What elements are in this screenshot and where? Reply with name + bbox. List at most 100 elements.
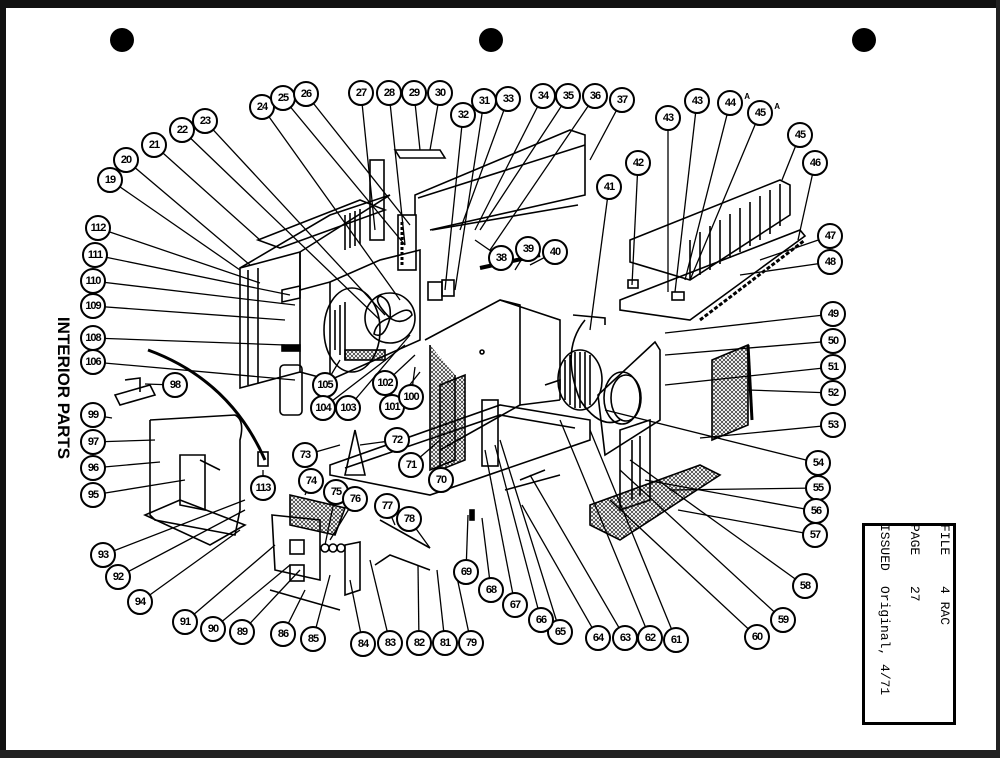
part-number-suffix: A (774, 102, 780, 111)
part-callout: 82 (406, 630, 432, 656)
mounting-frame (113, 348, 269, 546)
issued-label: ISSUED (877, 524, 892, 571)
leader-line (102, 499, 246, 556)
leader-line (212, 564, 291, 630)
part-callout: 28 (376, 80, 402, 106)
leader-line (494, 444, 542, 621)
file-info-box: FILE4 RAC PAGE27 ISSUEDOriginal, 4/71 (862, 523, 956, 725)
part-number: 106 (85, 356, 101, 368)
part-callout: 35 (555, 83, 581, 109)
part-callout: 85 (300, 626, 326, 652)
part-number: 45 (794, 129, 806, 141)
leader-line (97, 227, 261, 284)
scan-border-right (996, 0, 1000, 758)
part-callout: 61 (663, 627, 689, 653)
part-callout: 46 (802, 150, 828, 176)
part-number: 48 (824, 256, 836, 268)
part-number: 90 (207, 623, 219, 635)
part-callout: 79 (458, 630, 484, 656)
part-number: 27 (355, 87, 367, 99)
part-number: 104 (315, 402, 331, 414)
part-callout: 70 (428, 467, 454, 493)
part-number: 72 (391, 434, 403, 446)
part-callout: 69 (453, 559, 479, 585)
part-number: 84 (357, 638, 369, 650)
part-number: 103 (340, 402, 356, 414)
part-number: 79 (465, 637, 477, 649)
part-number: 94 (134, 596, 146, 608)
leader-line (474, 95, 544, 231)
part-callout: 90 (200, 616, 226, 642)
part-number: 39 (522, 243, 534, 255)
part-number: 53 (827, 419, 839, 431)
part-callout: 86 (270, 621, 296, 647)
leader-line (204, 120, 386, 316)
part-number: 110 (85, 275, 102, 287)
part-number: 40 (549, 246, 561, 258)
part-callout: 29 (401, 80, 427, 106)
part-number: 65 (554, 626, 566, 638)
part-callout: 52 (820, 380, 846, 406)
part-callout: 91 (172, 609, 198, 635)
part-callout: 43 (655, 105, 681, 131)
blower-assembly (544, 314, 661, 457)
part-number: 66 (535, 614, 547, 626)
part-number: 76 (349, 493, 361, 505)
part-number: 51 (827, 361, 839, 373)
page-label: PAGE (907, 524, 922, 556)
leader-line (369, 559, 391, 644)
part-callout: 53 (820, 412, 846, 438)
part-callout: 25 (270, 85, 296, 111)
scan-border-bottom (0, 750, 1000, 758)
leader-line (444, 114, 464, 291)
part-number: 100 (403, 391, 419, 403)
punch-hole-icon (479, 28, 503, 52)
part-number: 47 (824, 230, 836, 242)
punch-hole-icon (852, 28, 876, 52)
part-number: 102 (377, 377, 393, 389)
part-number: 108 (85, 332, 101, 344)
part-callout: 110 (80, 268, 106, 294)
page-value: 27 (907, 586, 922, 602)
part-number: 74 (305, 475, 317, 487)
part-number: 42 (632, 157, 644, 169)
part-callout: 49 (820, 301, 846, 327)
part-callout: 83 (377, 630, 403, 656)
leader-line (153, 144, 261, 241)
scan-border-top (0, 0, 1000, 8)
part-number: 63 (619, 632, 631, 644)
part-number: 36 (589, 90, 601, 102)
page-title: INTERIOR PARTS (54, 316, 73, 460)
part-callout: 64 (585, 625, 611, 651)
part-callout: 55 (805, 475, 831, 501)
base-pan (329, 399, 722, 541)
leader-line (92, 305, 286, 321)
leader-line (117, 509, 246, 578)
part-callout: 59 (770, 607, 796, 633)
part-number: 62 (644, 632, 656, 644)
scan-border-left (0, 0, 6, 758)
part-number: 31 (478, 95, 490, 107)
part-number: 29 (408, 87, 420, 99)
part-callout: 39 (515, 236, 541, 262)
leader-line (529, 474, 626, 639)
part-callout: 81 (432, 630, 458, 656)
leader-line (261, 106, 401, 301)
part-number: 49 (827, 308, 839, 320)
part-number: 112 (90, 222, 107, 234)
leader-line (360, 92, 376, 231)
leader-line (521, 504, 599, 639)
part-number: 82 (413, 637, 425, 649)
leader-line (499, 439, 561, 633)
part-callout: 26 (293, 81, 319, 107)
leader-line (94, 254, 291, 296)
part-number: 86 (277, 628, 289, 640)
leader-line (92, 280, 296, 306)
part-number: 70 (435, 474, 447, 486)
leader-line (184, 544, 276, 623)
part-callout: 109 (80, 293, 106, 319)
part-number: 61 (670, 634, 682, 646)
part-callout: 68 (478, 577, 504, 603)
leader-line (92, 361, 296, 381)
leader-line (684, 102, 731, 281)
